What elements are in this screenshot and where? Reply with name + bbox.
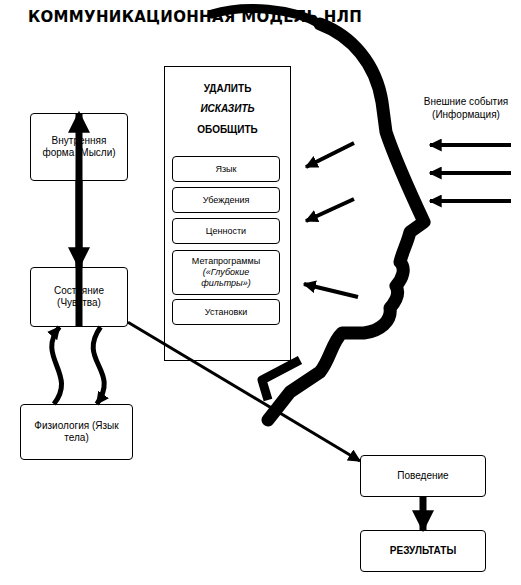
node-text: УДАЛИТЬ	[204, 79, 252, 99]
filter-item: Установки	[172, 299, 280, 325]
connector-arrow	[420, 497, 427, 530]
filter-item: Убеждения	[172, 187, 280, 213]
filter-arrow	[306, 143, 354, 167]
node-text: Поведение	[397, 470, 448, 482]
input-arrow	[430, 171, 511, 175]
neck-outline	[262, 360, 300, 400]
node-text: Убеждения	[203, 195, 250, 206]
result-box: РЕЗУЛЬТАТЫ	[360, 530, 486, 572]
node-text: Установки	[205, 307, 247, 318]
node-text: РЕЗУЛЬТАТЫ	[390, 545, 456, 557]
connector-arrow	[93, 327, 104, 404]
connector-arrow	[52, 327, 62, 404]
process-box: Внутренняя форма (Мысли)	[30, 113, 128, 181]
filter-item: Язык	[172, 156, 280, 182]
filter-box: УДАЛИТЬИСКАЗИТЬОБОБЩИТЬ ЯзыкУбежденияЦенн…	[164, 66, 291, 361]
input-arrow	[430, 143, 511, 147]
input-arrow	[430, 199, 511, 203]
filter-item: Ценности	[172, 218, 280, 244]
process-box: Поведение	[360, 455, 486, 497]
diagram-title: КОММУНИКАЦИОННАЯ МОДЕЛЬ НЛП	[28, 8, 362, 26]
node-text: Метапрограммы	[192, 256, 260, 267]
node-text: ОБОБЩИТЬ	[197, 119, 258, 141]
node-text: («Глубокие фильтры»)	[177, 267, 275, 289]
node-text: Внутренняя форма (Мысли)	[41, 135, 117, 159]
filter-arrow	[304, 284, 358, 297]
process-box: Состояние (Чувства)	[30, 267, 128, 327]
connector-arrow	[76, 181, 83, 267]
process-box: Физиология (Язык тела)	[20, 404, 133, 460]
filter-arrow	[306, 199, 354, 221]
node-text: Состояние (Чувства)	[37, 285, 121, 309]
node-text: Язык	[215, 164, 236, 175]
filter-item: Метапрограммы(«Глубокие фильтры»)	[172, 250, 280, 295]
info-label: Внешние события (Информация)	[414, 95, 518, 121]
node-text: Ценности	[206, 226, 246, 237]
node-text: ИСКАЗИТЬ	[200, 99, 254, 119]
node-text: Физиология (Язык тела)	[27, 420, 126, 444]
